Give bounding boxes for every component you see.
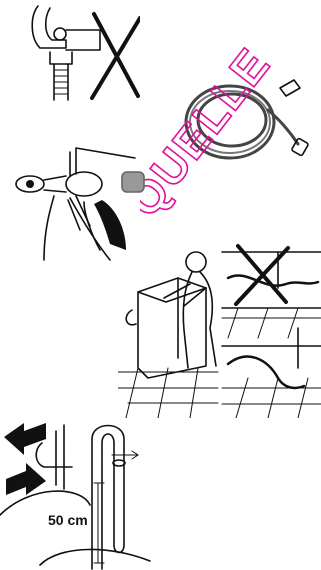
figure-tap-not-allowed — [20, 0, 140, 105]
arrow-right-icon — [6, 463, 46, 495]
arrow-left-icon — [4, 423, 46, 455]
height-label: 50 cm — [48, 512, 88, 528]
quelle-watermark: QUELLE — [140, 30, 321, 230]
x-cross-icon — [92, 14, 140, 98]
figure-move-machine-hose-kink — [118, 238, 321, 418]
figure-drain-hose-height: 50 cm — [0, 395, 165, 570]
